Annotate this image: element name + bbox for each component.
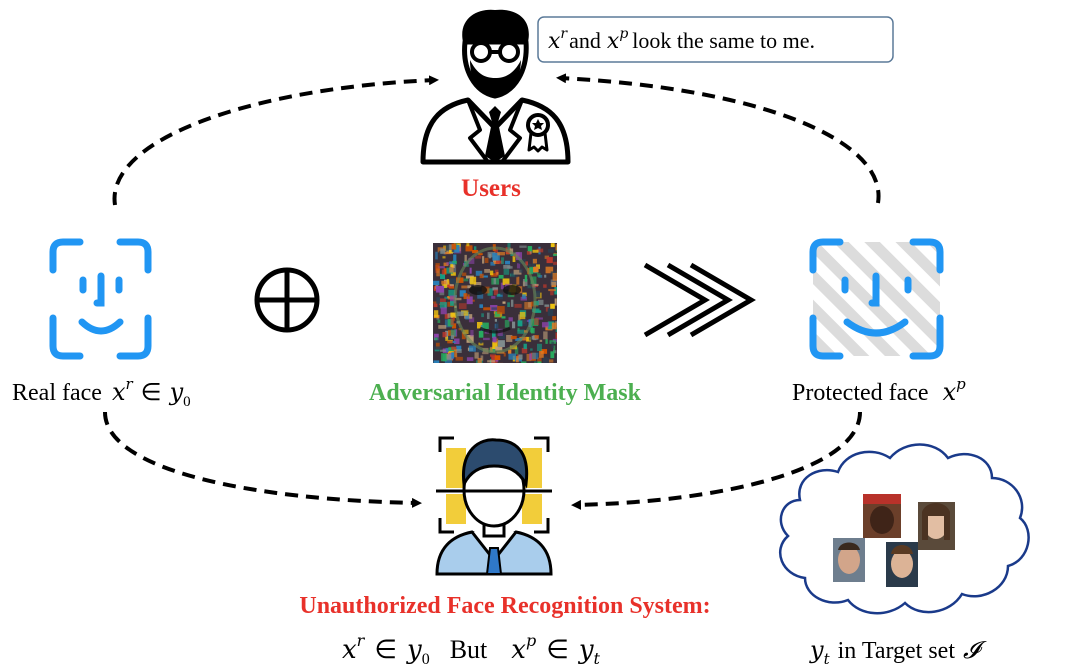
frs-label: Unauthorized Face Recognition System: — [299, 593, 710, 619]
real-face-icon — [49, 238, 152, 360]
arrow-real-to-users — [112, 75, 439, 206]
speech-bubble — [537, 16, 894, 63]
oplus-icon — [254, 267, 320, 333]
target-face-1 — [863, 494, 901, 538]
protected-face-icon — [809, 238, 944, 360]
target-face-2 — [918, 502, 955, 550]
users-icon — [420, 9, 571, 165]
arrow-protected-to-users — [556, 73, 881, 204]
face-recognition-system-icon — [435, 436, 553, 576]
target-set-cloud — [778, 443, 1030, 615]
users-label: Users — [461, 175, 521, 202]
arrow-real-to-frs — [103, 411, 422, 508]
mask-label: Adversarial Identity Mask — [369, 380, 642, 406]
adversarial-mask-image — [433, 243, 557, 363]
arrow-protected-to-frs — [571, 411, 862, 510]
chevron-arrows-icon — [643, 262, 756, 338]
target-face-4 — [886, 542, 918, 587]
target-face-3 — [833, 538, 865, 582]
